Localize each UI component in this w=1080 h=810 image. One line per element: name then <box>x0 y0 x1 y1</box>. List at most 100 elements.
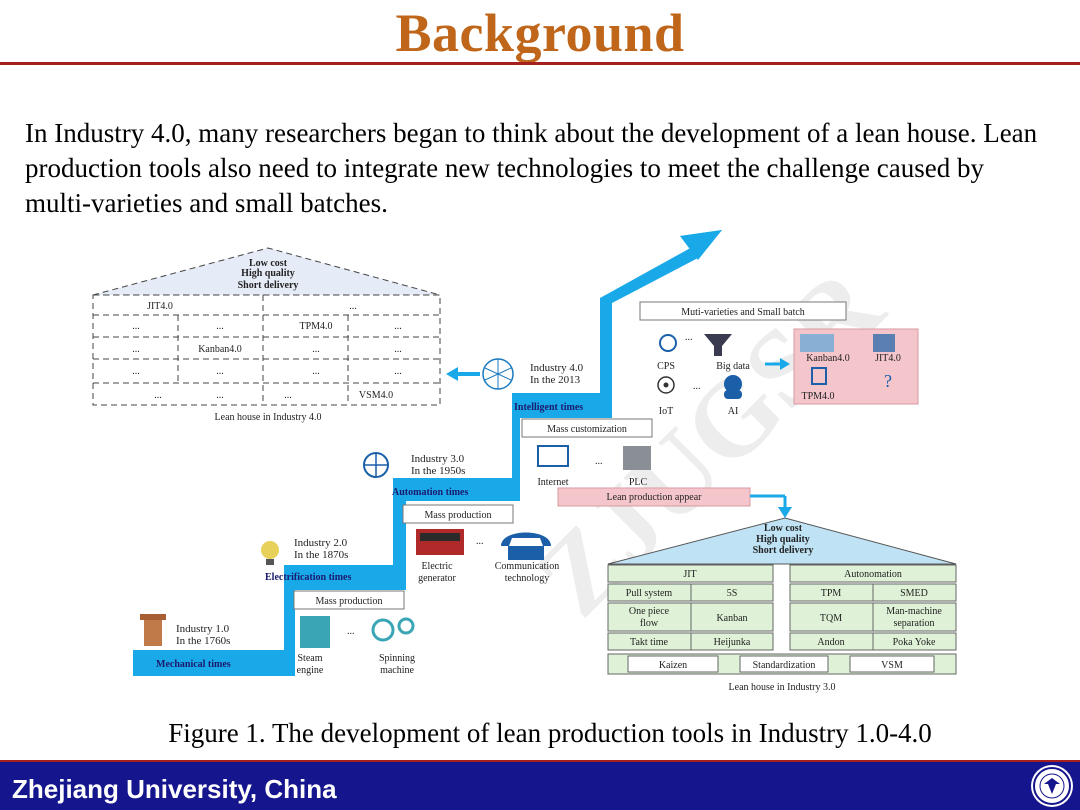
svg-text:Industry 3.0: Industry 3.0 <box>411 453 465 465</box>
steam-engine-icon <box>300 616 330 648</box>
svg-text:...: ... <box>132 344 140 355</box>
svg-text:technology: technology <box>505 573 549 584</box>
iot-icon <box>657 376 675 394</box>
svg-text:CPS: CPS <box>657 361 675 372</box>
svg-text:IoT: IoT <box>659 406 673 417</box>
telephone-icon <box>501 532 551 546</box>
svg-text:...: ... <box>685 332 693 343</box>
svg-text:...: ... <box>132 366 140 377</box>
svg-text:...: ... <box>154 390 162 401</box>
svg-text:...: ... <box>347 626 355 637</box>
svg-text:Heijunka: Heijunka <box>714 637 751 648</box>
industry-20-block: Industry 2.0 In the 1870s Electrificatio… <box>261 504 559 584</box>
svg-text:Man-machine: Man-machine <box>886 606 942 617</box>
svg-text:TPM: TPM <box>821 588 842 599</box>
svg-text:...: ... <box>693 381 701 392</box>
svg-text:Mass customization: Mass customization <box>547 424 627 435</box>
svg-text:One piece: One piece <box>629 606 670 617</box>
svg-text:Communication: Communication <box>495 561 559 572</box>
lean-house-30: Low cost High quality Short delivery JIT… <box>607 517 957 693</box>
question-icon: ? <box>884 371 892 391</box>
svg-text:Andon: Andon <box>817 637 844 648</box>
house40-caption: Lean house in Industry 4.0 <box>215 412 322 423</box>
factory-icon <box>144 618 162 646</box>
industry-30-block: Industry 3.0 In the 1950s Automation tim… <box>363 418 792 518</box>
svg-text:VSM4.0: VSM4.0 <box>359 390 393 401</box>
electrification-times-label: Electrification times <box>265 572 351 583</box>
svg-text:Autonomation: Autonomation <box>844 569 902 580</box>
svg-text:Pull system: Pull system <box>626 588 673 599</box>
mass-production-box-1 <box>293 590 405 610</box>
cps-icon <box>659 334 677 352</box>
svg-text:Muti-varieties and Small batch: Muti-varieties and Small batch <box>681 307 805 318</box>
svg-text:Industry 2.0: Industry 2.0 <box>294 537 348 549</box>
svg-text:...: ... <box>394 366 402 377</box>
mechanical-times-label: Mechanical times <box>156 659 231 670</box>
svg-text:separation: separation <box>893 618 934 629</box>
svg-text:Low cost: Low cost <box>249 258 288 269</box>
svg-text:engine: engine <box>297 665 324 676</box>
lean-development-figure: ZJUGSR Low cost High quality Short deliv… <box>88 228 988 703</box>
intro-paragraph: In Industry 4.0, many researchers began … <box>25 118 1038 218</box>
svg-text:Kaizen: Kaizen <box>659 660 687 671</box>
lean-house-40: Low cost High quality Short delivery JIT… <box>92 247 441 423</box>
footer-university: Zhejiang University, China <box>12 774 337 804</box>
svg-text:...: ... <box>595 456 603 467</box>
svg-text:High quality: High quality <box>756 534 810 545</box>
svg-text:JIT4.0: JIT4.0 <box>147 301 173 312</box>
computer-icon <box>537 445 569 467</box>
svg-text:Short delivery: Short delivery <box>753 545 814 556</box>
lightbulb-icon <box>261 541 279 559</box>
svg-text:TQM: TQM <box>820 613 842 624</box>
figure-caption: Figure 1. The development of lean produc… <box>168 718 932 748</box>
industry-10-block: Industry 1.0 In the 1760s Mechanical tim… <box>140 590 415 676</box>
svg-text:...: ... <box>216 321 224 332</box>
multi-varieties-box <box>639 301 847 321</box>
svg-text:Big data: Big data <box>716 361 750 372</box>
svg-text:...: ... <box>394 321 402 332</box>
automation-times-label: Automation times <box>392 487 468 498</box>
university-seal-icon <box>1031 765 1073 807</box>
plc-icon <box>623 446 651 470</box>
slide-title: Background <box>395 3 685 63</box>
svg-text:In the 1870s: In the 1870s <box>294 549 348 561</box>
svg-text:Industry 4.0: Industry 4.0 <box>530 362 584 374</box>
svg-text:...: ... <box>312 344 320 355</box>
industry-40-block: Industry 4.0 In the 2013 Intelligent tim… <box>482 301 919 417</box>
svg-text:Lean production appear: Lean production appear <box>607 492 703 503</box>
svg-text:SMED: SMED <box>900 588 928 599</box>
svg-text:In the 1950s: In the 1950s <box>411 465 465 477</box>
intelligent-times-label: Intelligent times <box>514 402 583 413</box>
svg-text:Kanban: Kanban <box>716 613 747 624</box>
svg-text:TPM4.0: TPM4.0 <box>801 391 834 402</box>
footer-bar: Zhejiang University, China <box>0 760 1080 810</box>
svg-text:...: ... <box>312 366 320 377</box>
svg-text:...: ... <box>216 366 224 377</box>
svg-text:Spinning: Spinning <box>379 653 415 664</box>
svg-text:...: ... <box>394 344 402 355</box>
svg-text:Short delivery: Short delivery <box>238 280 299 291</box>
svg-text:flow: flow <box>640 618 659 629</box>
svg-text:...: ... <box>476 536 484 547</box>
staircase-arrow <box>133 230 722 676</box>
ai-head-icon <box>724 375 742 393</box>
generator-icon <box>416 529 464 555</box>
svg-text:Mass production: Mass production <box>425 510 492 521</box>
svg-text:Electric: Electric <box>421 561 453 572</box>
svg-text:Industry 1.0: Industry 1.0 <box>176 623 230 635</box>
svg-text:Poka Yoke: Poka Yoke <box>893 637 936 648</box>
svg-text:VSM: VSM <box>881 660 903 671</box>
svg-text:AI: AI <box>728 406 739 417</box>
svg-text:In the 2013: In the 2013 <box>530 374 581 386</box>
gears-icon <box>371 618 395 642</box>
svg-text:...: ... <box>349 301 357 312</box>
title-divider <box>0 62 1080 65</box>
svg-text:JIT: JIT <box>683 569 696 580</box>
svg-text:Internet: Internet <box>537 477 568 488</box>
svg-text:Takt time: Takt time <box>630 637 668 648</box>
svg-text:...: ... <box>132 321 140 332</box>
svg-text:generator: generator <box>418 573 456 584</box>
svg-text:Low cost: Low cost <box>764 523 803 534</box>
mass-customization-box <box>521 418 653 438</box>
svg-text:Mass production: Mass production <box>316 596 383 607</box>
